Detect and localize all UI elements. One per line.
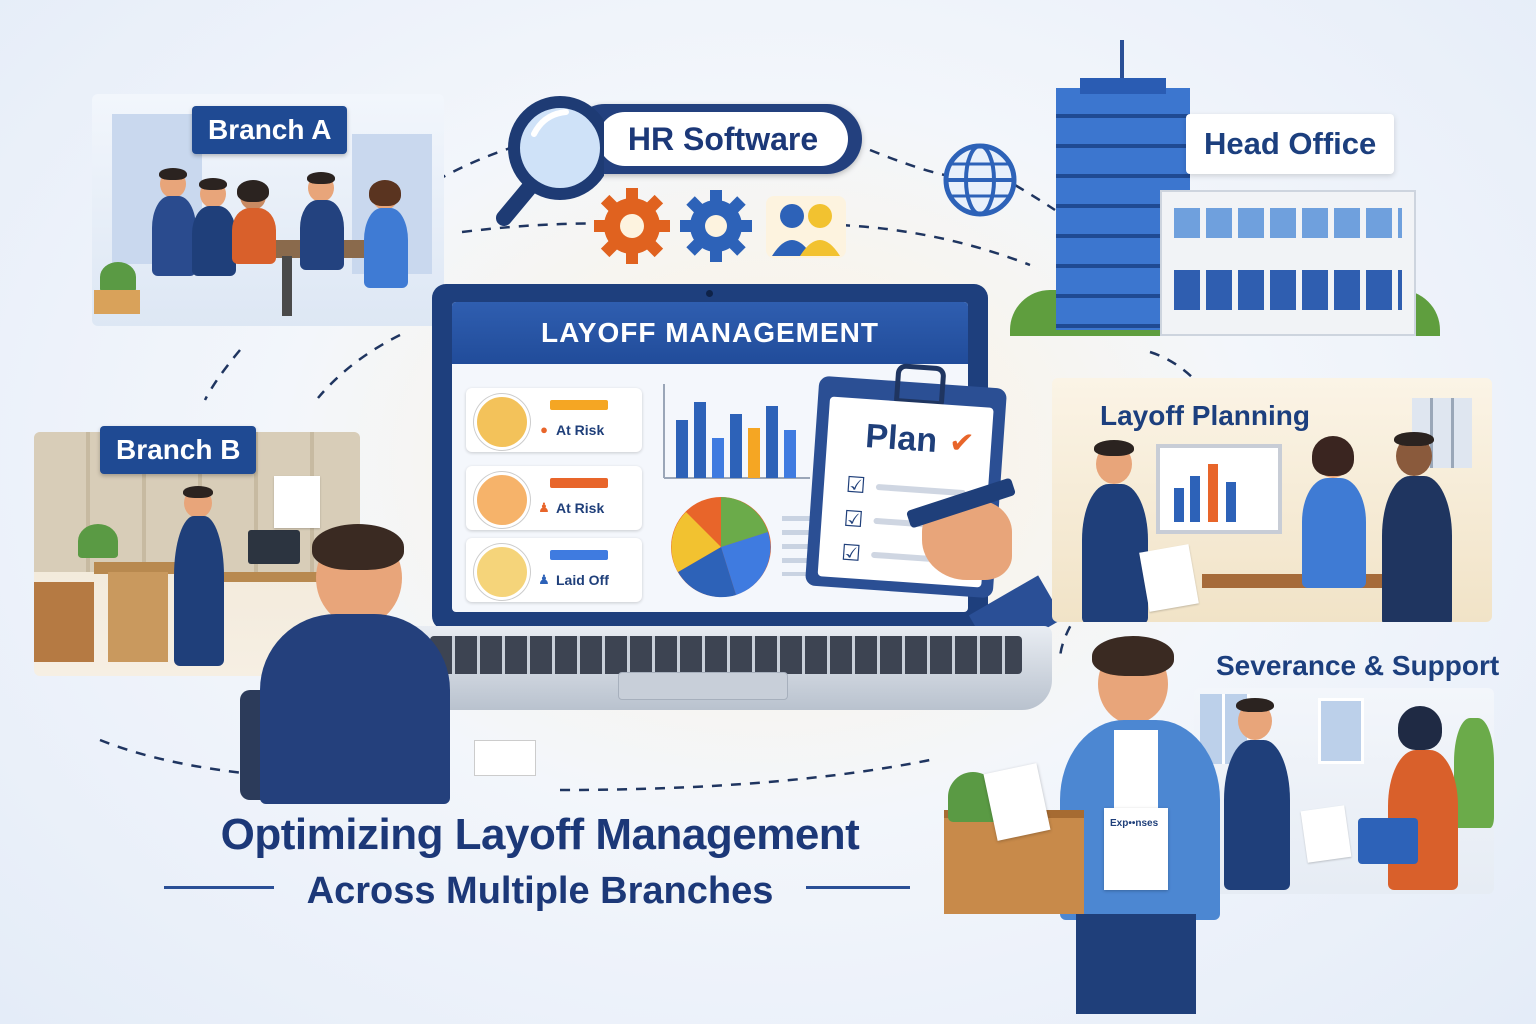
- page-title: Optimizing Layoff Management: [220, 810, 860, 859]
- checkmark-icon: ✔: [948, 425, 976, 461]
- plant-icon: [100, 262, 136, 292]
- trackpad: [618, 672, 788, 700]
- desk-right: [214, 572, 354, 582]
- app-header: LAYOFF MANAGEMENT: [452, 302, 968, 364]
- employee-status: At Risk: [556, 500, 605, 516]
- title-rule-right: [806, 886, 910, 889]
- users-icon: [766, 196, 846, 258]
- hr-icons-row: [594, 188, 846, 264]
- paper: [1300, 805, 1352, 863]
- layoff-planning-label: Layoff Planning: [1100, 400, 1310, 431]
- globe-icon: [943, 143, 1017, 217]
- document-label: Exp••nses: [1110, 818, 1159, 829]
- office-tower-top: [1080, 78, 1166, 94]
- held-document: Exp••nses: [1104, 808, 1168, 890]
- plan-title: Plan: [864, 417, 939, 461]
- hr-software-label: HR Software: [598, 112, 848, 166]
- head-office-label: Head Office: [1186, 114, 1395, 174]
- status-tag: [550, 400, 608, 410]
- antenna: [1120, 40, 1124, 88]
- branch-a-scene: [92, 94, 444, 326]
- hr-software-pill: HR Software: [570, 104, 862, 174]
- employee-card[interactable]: ♟ At Risk: [466, 466, 642, 530]
- title-rule-left: [164, 886, 274, 889]
- bar-chart-icon: [663, 384, 810, 479]
- tablet-icon: [1358, 818, 1418, 864]
- magnifier-icon: [496, 96, 604, 226]
- paper: [1139, 544, 1199, 612]
- laptop-icon: [248, 530, 300, 564]
- notice-paper: [274, 476, 320, 528]
- clipboard-clip: [893, 363, 947, 407]
- employee-status: Laid Off: [556, 572, 609, 588]
- warning-dot-icon: ●: [540, 422, 548, 437]
- person-icon: ♟: [538, 500, 550, 515]
- checkbox-icon: ☑: [845, 471, 867, 499]
- employee-status: At Risk: [556, 422, 605, 438]
- branch-b-label: Branch B: [100, 426, 257, 474]
- wall-board: [1318, 698, 1364, 764]
- keyboard: [430, 636, 1022, 674]
- presentation-board: [1156, 444, 1282, 534]
- status-tag: [550, 550, 608, 560]
- severance-support-label: Severance & Support: [1216, 650, 1500, 681]
- laptop-screen: LAYOFF MANAGEMENT ● At Risk ♟ At Risk ♟ …: [432, 284, 988, 630]
- desk-cabinet: [108, 572, 168, 662]
- employee-avatar: [474, 472, 530, 528]
- layoff-planning-scene: [1052, 378, 1492, 622]
- webcam-dot: [706, 290, 713, 297]
- employee-avatar: [474, 544, 530, 600]
- books: [94, 290, 140, 314]
- office-windows: [1174, 208, 1402, 238]
- gear-icon: [680, 190, 752, 262]
- person-icon: ♟: [538, 572, 550, 587]
- employee-card[interactable]: ● At Risk: [466, 388, 642, 452]
- status-tag: [550, 478, 608, 488]
- branch-a-label: Branch A: [192, 106, 348, 154]
- employee-card[interactable]: ♟ Laid Off: [466, 538, 642, 602]
- plant-icon: [78, 524, 118, 558]
- gear-icon: [594, 188, 670, 264]
- employee-avatar: [474, 394, 530, 450]
- checkbox-icon: ☑: [840, 539, 862, 566]
- severance-scene: [1194, 688, 1494, 894]
- office-windows: [1174, 270, 1402, 310]
- checkbox-icon: ☑: [842, 505, 865, 533]
- laptop-base: [400, 626, 1052, 710]
- boxes: [34, 582, 94, 662]
- plan-line: [875, 483, 966, 497]
- pie-chart-icon: [671, 497, 771, 598]
- head-office-scene: [1010, 40, 1440, 336]
- layoff-management-app: LAYOFF MANAGEMENT ● At Risk ♟ At Risk ♟ …: [452, 302, 968, 612]
- plant-icon: [1454, 718, 1494, 828]
- page-subtitle: Across Multiple Branches: [306, 870, 774, 912]
- table-leg: [282, 256, 292, 316]
